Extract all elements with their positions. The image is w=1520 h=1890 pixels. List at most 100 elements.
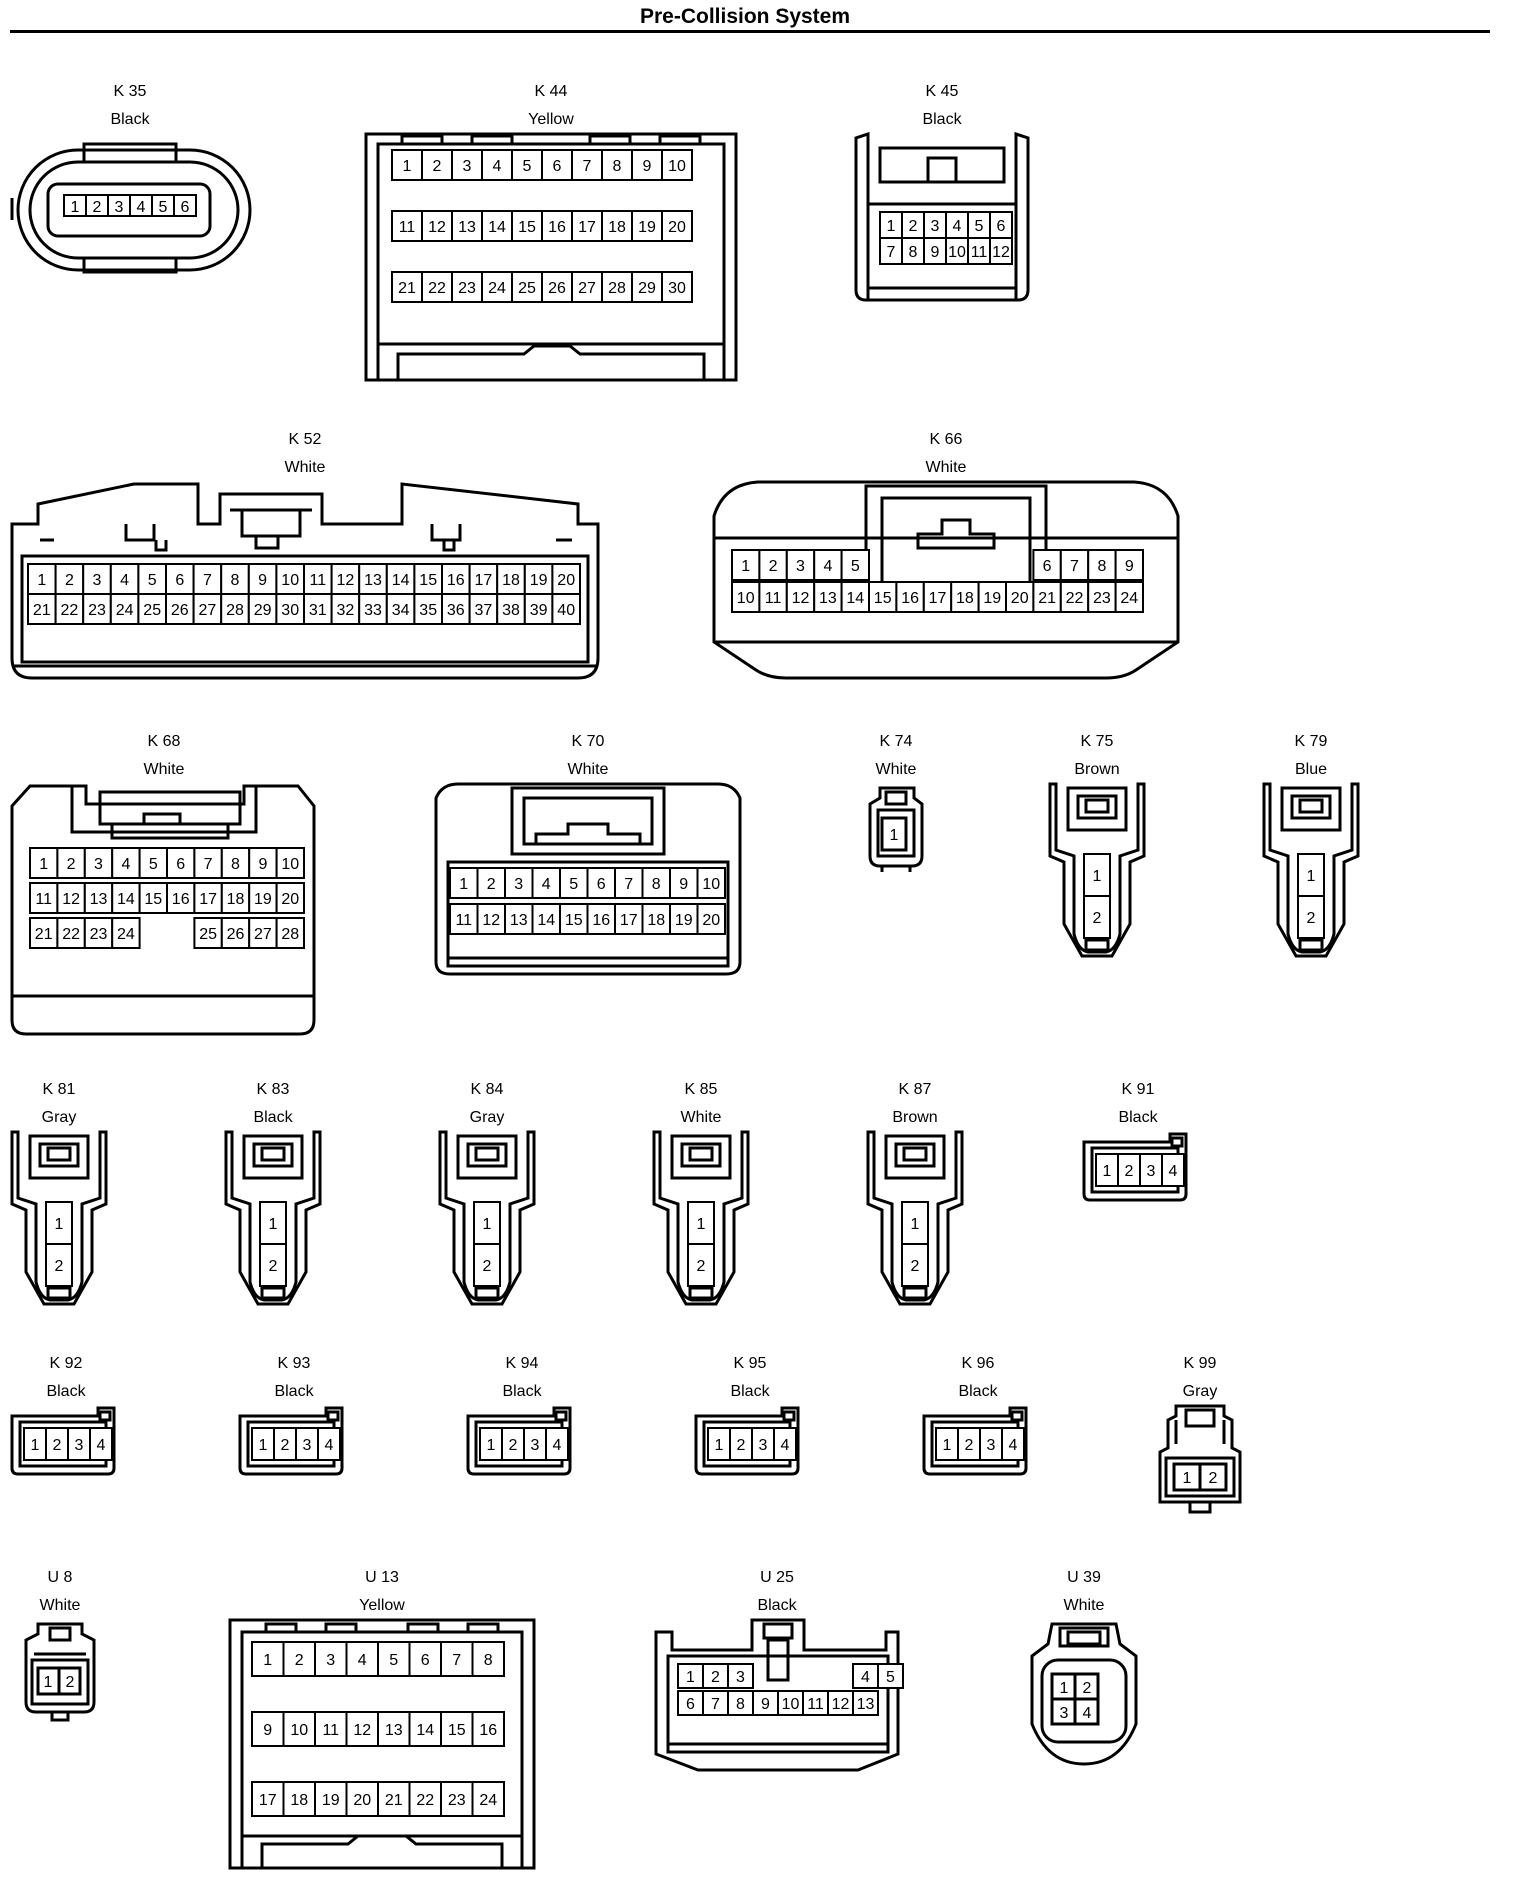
pin-number: 22 xyxy=(1066,590,1084,607)
pin-cavity xyxy=(83,882,114,914)
pin-cavity xyxy=(661,149,693,181)
svg-text:1: 1 xyxy=(890,827,899,844)
pin-number: 1 xyxy=(483,1216,492,1233)
pin-number: 10 xyxy=(948,244,966,261)
pin-number: 28 xyxy=(281,926,299,943)
pin-number: 8 xyxy=(231,572,240,589)
pin-cavity xyxy=(314,1711,348,1747)
pin-cavity xyxy=(661,271,693,303)
connector-k84-drawing: 12 xyxy=(438,1130,536,1306)
pin-number: 2 xyxy=(55,1258,64,1275)
pin-number: 12 xyxy=(428,219,446,236)
connector-id: U 13 xyxy=(365,1569,399,1586)
pin-number: 15 xyxy=(419,572,437,589)
pin-number: 4 xyxy=(97,1437,106,1454)
pin-cavity xyxy=(1114,581,1145,613)
pin-number: 5 xyxy=(389,1652,398,1669)
pin-cavity xyxy=(827,1690,854,1716)
pin-number: 9 xyxy=(1125,558,1134,575)
connector-id: K 52 xyxy=(288,431,322,448)
pin-cavity xyxy=(1032,581,1062,613)
pin-number: 19 xyxy=(530,572,548,589)
pin-number: 8 xyxy=(231,856,240,873)
pin-cavity xyxy=(559,867,589,899)
pin-cavity xyxy=(166,882,196,914)
connector-id: K 95 xyxy=(733,1355,767,1372)
pin-number: 12 xyxy=(832,1696,850,1713)
pin-cavity xyxy=(545,1427,569,1461)
pin-number: 20 xyxy=(1011,590,1029,607)
pin-number: 13 xyxy=(90,891,108,908)
pin-number: 25 xyxy=(199,926,217,943)
pin-number: 7 xyxy=(203,572,212,589)
pin-cavity xyxy=(661,210,693,242)
pin-number: 1 xyxy=(741,558,750,575)
pin-cavity xyxy=(496,593,526,625)
pin-cavity xyxy=(282,1781,316,1817)
pin-cavity xyxy=(220,917,251,949)
pin-cavity xyxy=(54,593,85,625)
pin-number: 13 xyxy=(819,590,837,607)
pin-cavity xyxy=(111,882,141,914)
pin-number: 1 xyxy=(259,1437,268,1454)
pin-number: 6 xyxy=(175,572,184,589)
pin-number: 6 xyxy=(553,158,562,175)
pin-number: 10 xyxy=(668,158,686,175)
pin-cavity xyxy=(631,210,663,242)
pin-cavity xyxy=(1059,549,1090,581)
pin-cavity xyxy=(317,1427,341,1461)
pin-number: 26 xyxy=(171,602,189,619)
pin-number: 21 xyxy=(398,280,416,297)
pin-number: 7 xyxy=(204,856,213,873)
pin-number: 3 xyxy=(514,876,523,893)
pin-number: 1 xyxy=(31,1437,40,1454)
pin-cavity xyxy=(1001,1427,1025,1461)
connector-color: Black xyxy=(757,1597,797,1614)
pin-cavity xyxy=(303,563,333,595)
pin-number: 15 xyxy=(518,219,536,236)
svg-text:2: 2 xyxy=(1083,1680,1092,1697)
pin-cavity xyxy=(631,149,663,181)
pin-cavity xyxy=(601,271,633,303)
pin-cavity xyxy=(345,1781,379,1817)
connector-color: Brown xyxy=(892,1109,938,1126)
pin-number: 8 xyxy=(613,158,622,175)
pin-cavity xyxy=(541,149,573,181)
pin-number: 8 xyxy=(652,876,661,893)
pin-cavity xyxy=(901,1243,929,1287)
pin-number: 5 xyxy=(886,1669,895,1686)
pin-number: 17 xyxy=(475,572,493,589)
pin-number: 4 xyxy=(120,572,129,589)
pin-number: 34 xyxy=(392,602,410,619)
pin-number: 10 xyxy=(281,856,299,873)
pin-number: 6 xyxy=(997,218,1006,235)
pin-cavity xyxy=(1059,581,1090,613)
connector-id: U 39 xyxy=(1067,1569,1101,1586)
pin-cavity xyxy=(29,882,59,914)
pin-number: 24 xyxy=(116,602,134,619)
pin-number: 12 xyxy=(482,912,500,929)
pin-number: 29 xyxy=(254,602,272,619)
pin-number: 14 xyxy=(392,572,410,589)
pin-number: 14 xyxy=(117,891,135,908)
pin-number: 1 xyxy=(686,1669,695,1686)
connector-color: White xyxy=(284,459,326,476)
pin-number: 10 xyxy=(290,1722,308,1739)
pin-number: 4 xyxy=(325,1437,334,1454)
connector-k81-drawing: 12 xyxy=(10,1130,108,1306)
pin-cavity xyxy=(586,867,616,899)
page-title: Pre-Collision System xyxy=(639,5,851,28)
connector-k79-drawing: 12 xyxy=(1262,782,1360,958)
connector-k83-drawing: 12 xyxy=(224,1130,322,1306)
connector-id: K 74 xyxy=(879,733,913,750)
pin-number: 6 xyxy=(176,856,185,873)
pin-number: 21 xyxy=(33,602,51,619)
pin-number: 1 xyxy=(1103,1163,1112,1180)
pin-number: 14 xyxy=(488,219,506,236)
